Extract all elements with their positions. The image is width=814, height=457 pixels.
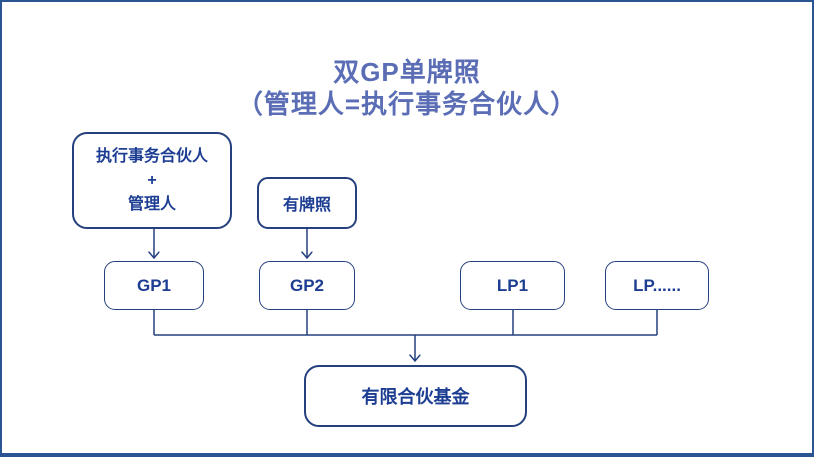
node-gp-manager-line1: 执行事务合伙人 — [95, 147, 208, 165]
node-gp-manager: 执行事务合伙人 + 管理人 — [72, 132, 232, 229]
node-fund: 有限合伙基金 — [304, 365, 527, 427]
node-gp-manager-line2: + — [147, 171, 157, 189]
title-block: 双GP单牌照 （管理人=执行事务合伙人） — [2, 56, 812, 120]
node-gp-manager-line3: 管理人 — [127, 195, 176, 213]
node-lp-more: LP...... — [605, 261, 709, 310]
node-gp1: GP1 — [104, 261, 204, 310]
node-fund-label: 有限合伙基金 — [361, 387, 470, 407]
node-gp2: GP2 — [259, 261, 355, 310]
node-license: 有牌照 — [257, 177, 357, 229]
node-lp1-label: LP1 — [496, 275, 529, 295]
diagram-title: 双GP单牌照 — [333, 57, 481, 87]
diagram-subtitle: （管理人=执行事务合伙人） — [236, 89, 578, 119]
node-gp2-label: GP2 — [289, 275, 325, 295]
node-lp1: LP1 — [460, 261, 565, 310]
node-lp-more-label: LP...... — [633, 275, 681, 295]
node-license-label: 有牌照 — [282, 197, 331, 214]
node-gp1-label: GP1 — [136, 275, 172, 295]
